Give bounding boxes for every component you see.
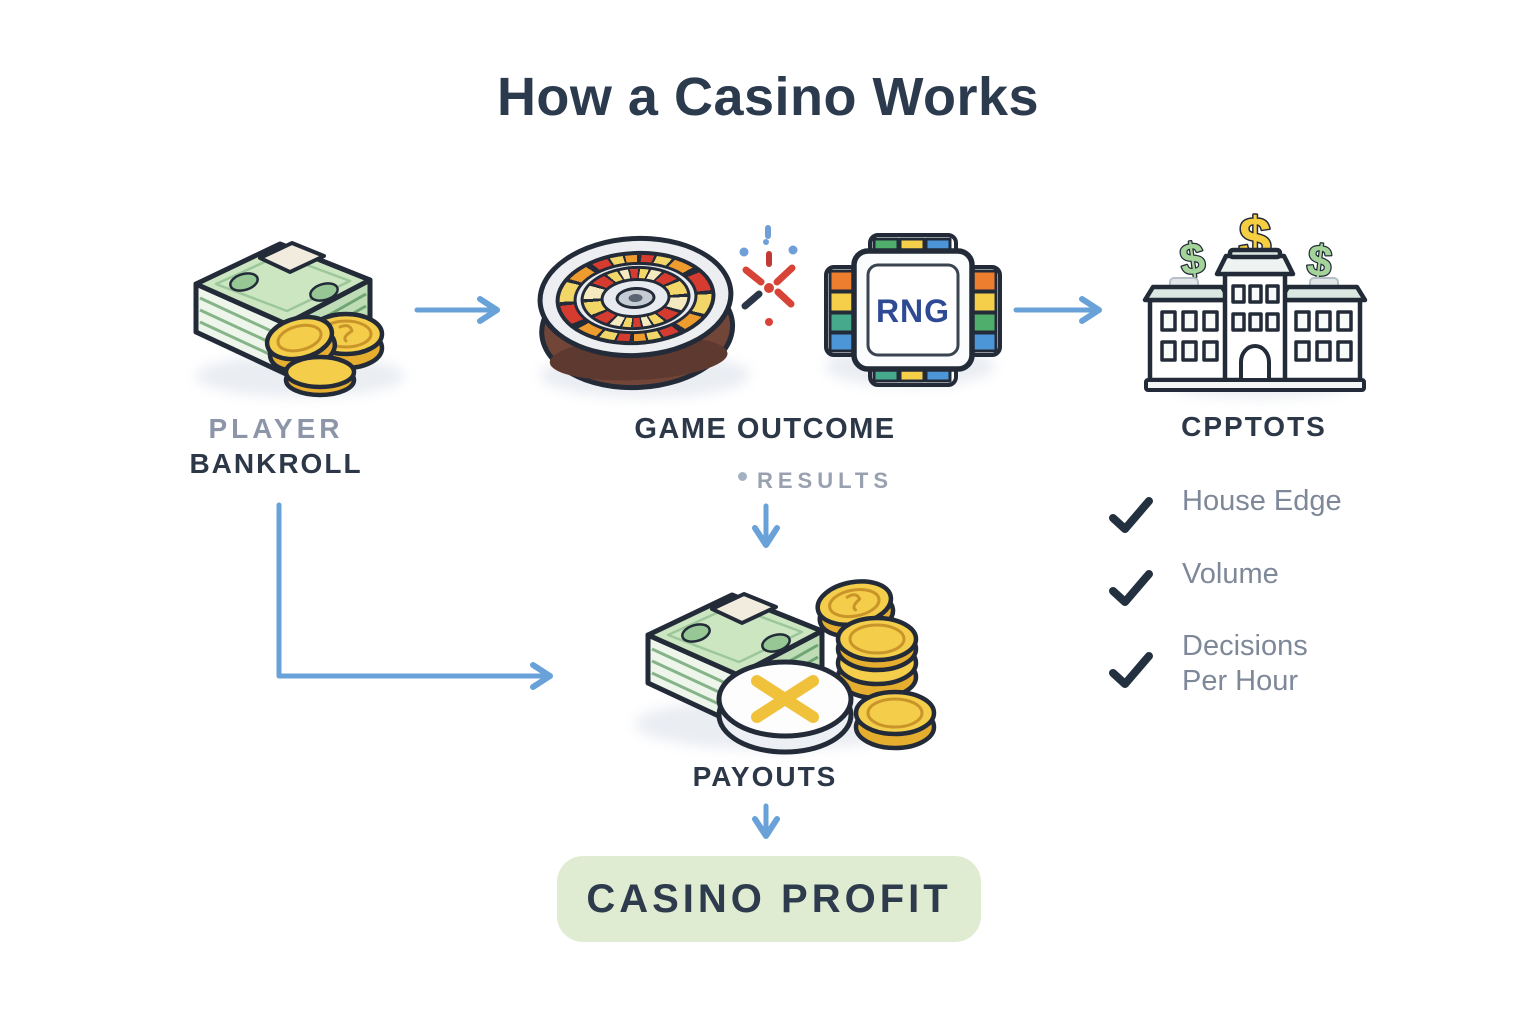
- checklist-label: Volume: [1182, 558, 1279, 590]
- check-icon: [1109, 652, 1153, 688]
- check-icon: [1109, 570, 1153, 606]
- roulette-wheel-icon: [528, 213, 743, 402]
- checklist-item-house-edge: House Edge: [1108, 484, 1408, 534]
- bankroll-label-line1: PLAYER: [208, 413, 344, 444]
- checklist-label: House Edge: [1182, 485, 1342, 517]
- casino-building-icon: $ $ $: [1142, 205, 1368, 392]
- check-icon: [1109, 497, 1153, 533]
- page-title: How a Casino Works: [496, 67, 1040, 127]
- checklist-item-volume: Volume: [1108, 557, 1408, 607]
- bankroll-label: PLAYER BANKROLL: [146, 411, 406, 481]
- game-outcome-label: GAME OUTCOME: [634, 413, 896, 445]
- player-bankroll-icon: [193, 241, 385, 398]
- casino-label: CPPTOTS: [1181, 411, 1327, 442]
- results-dot: [738, 471, 747, 481]
- bankroll-label-line2: BANKROLL: [189, 448, 363, 479]
- arrow-bankroll-to-payouts: [276, 502, 553, 690]
- rng-chip-icon: RNG: [824, 233, 1002, 387]
- rng-chip-text: RNG: [876, 293, 950, 329]
- payouts-icon: [645, 579, 937, 755]
- checklist-label: Decisions Per Hour: [1182, 630, 1308, 697]
- casino-profit-label: CASINO PROFIT: [586, 876, 952, 921]
- payouts-label: PAYOUTS: [692, 761, 838, 792]
- dollar-sign-icon: $: [1304, 236, 1334, 288]
- checklist-item-decisions-per-hour: Decisions Per Hour: [1108, 629, 1408, 699]
- results-label: RESULTS: [757, 468, 894, 493]
- casino-profit-badge: CASINO PROFIT: [557, 856, 981, 942]
- sparkle-icon: [739, 225, 798, 326]
- results-label-row: RESULTS: [738, 468, 893, 494]
